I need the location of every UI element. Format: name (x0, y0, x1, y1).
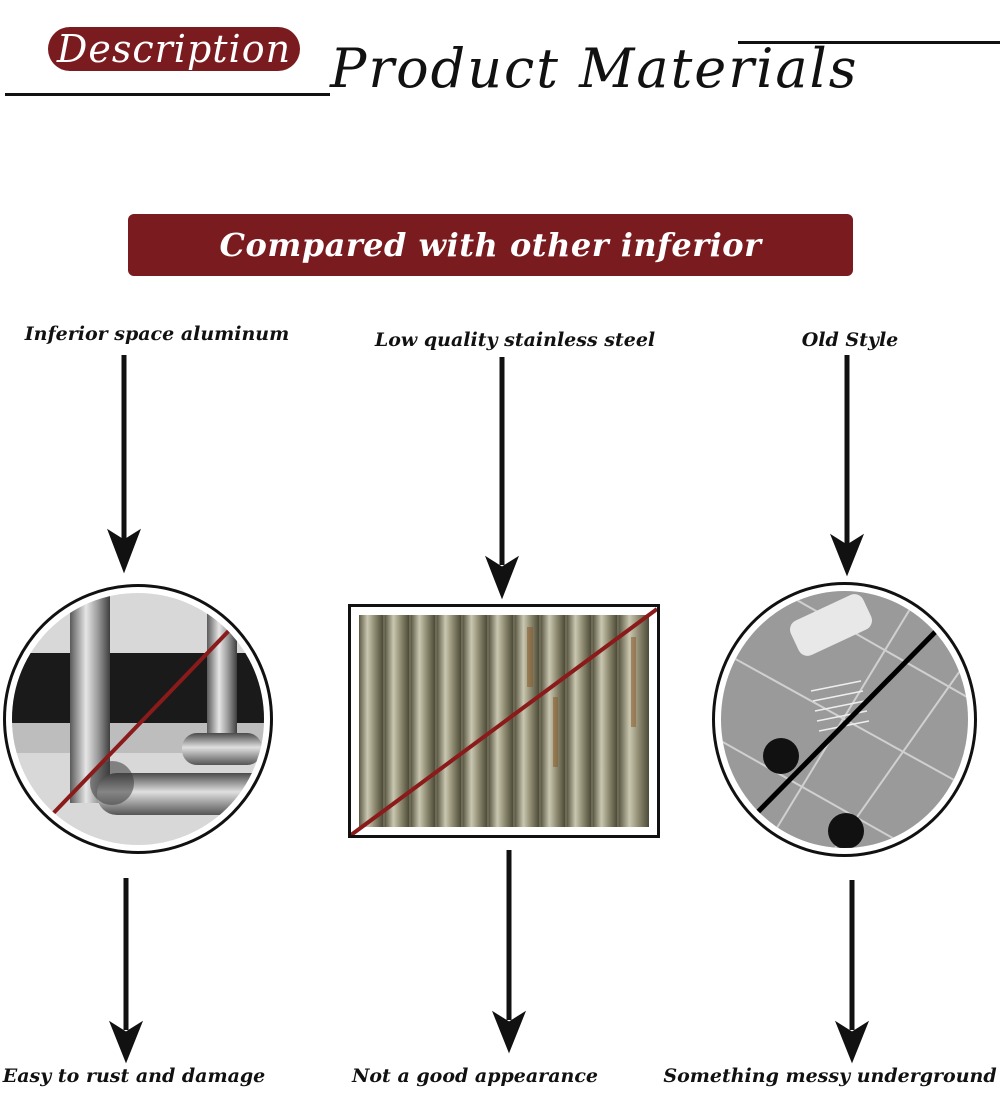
label-aluminum: Inferior space aluminum (24, 323, 290, 345)
label-stainless-steel: Low quality stainless steel (374, 329, 656, 351)
comparison-banner: Compared with other inferior materials (128, 214, 853, 326)
page-title: Product Materials (330, 37, 859, 100)
old-style-photo (712, 582, 977, 857)
arrowhead-oldstyle-bottom (834, 1020, 870, 1064)
arrowhead-oldstyle-top (829, 533, 865, 577)
arrowhead-steel-top (484, 555, 520, 600)
stainless-steel-photo (348, 604, 660, 838)
label-rust-damage: Easy to rust and damage (2, 1065, 266, 1087)
arrowhead-steel-bottom (491, 1010, 527, 1054)
arrowhead-aluminum-bottom (108, 1020, 144, 1064)
aluminum-photo (3, 584, 273, 854)
header-rule-left (5, 93, 330, 96)
description-badge: Description (48, 27, 300, 71)
label-old-style: Old Style (801, 329, 899, 351)
header-rule-right (738, 41, 1000, 44)
label-messy-underground: Something messy underground (663, 1065, 997, 1087)
arrowhead-aluminum-top (107, 528, 141, 574)
label-not-good-appearance: Not a good appearance (352, 1065, 598, 1087)
